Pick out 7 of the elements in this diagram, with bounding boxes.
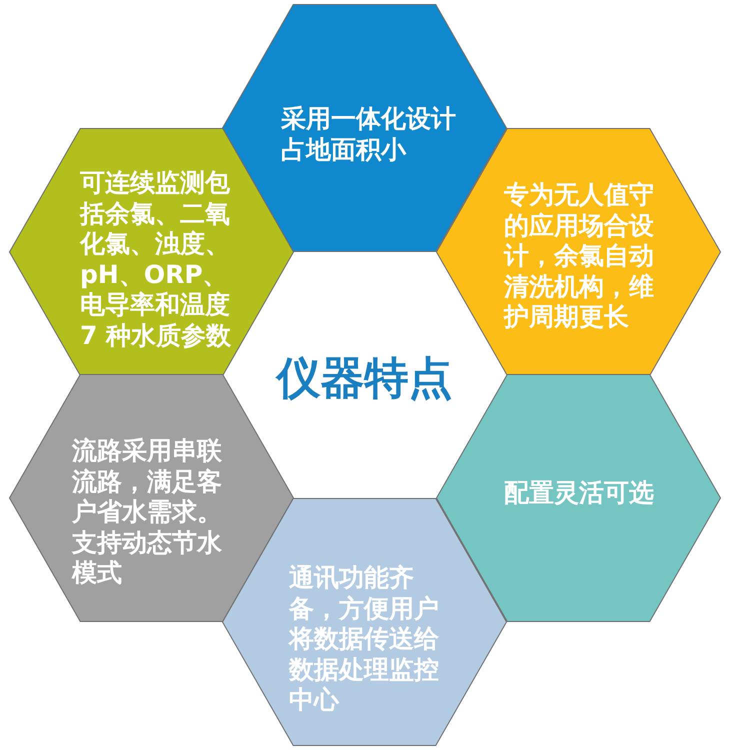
feature-text: 可连续监测包括余氯、二氧化氯、浊度、pH、ORP、电导率和温度7 种水质参数 (80, 168, 232, 351)
feature-text: 配置灵活可选 (504, 478, 655, 508)
feature-text: 采用一体化设计占地面积小 (281, 104, 457, 165)
feature-text: 流路采用串联流路，满足客户省水需求。支持动态节水模式 (72, 436, 223, 588)
feature-text: 通讯功能齐备，方便用户将数据传送给数据处理监控中心 (289, 563, 440, 716)
diagram-title: 仪器特点 (276, 354, 452, 404)
feature-text: 专为无人值守的应用场合设计，余氯自动清洗机构，维护周期更长 (504, 180, 655, 332)
